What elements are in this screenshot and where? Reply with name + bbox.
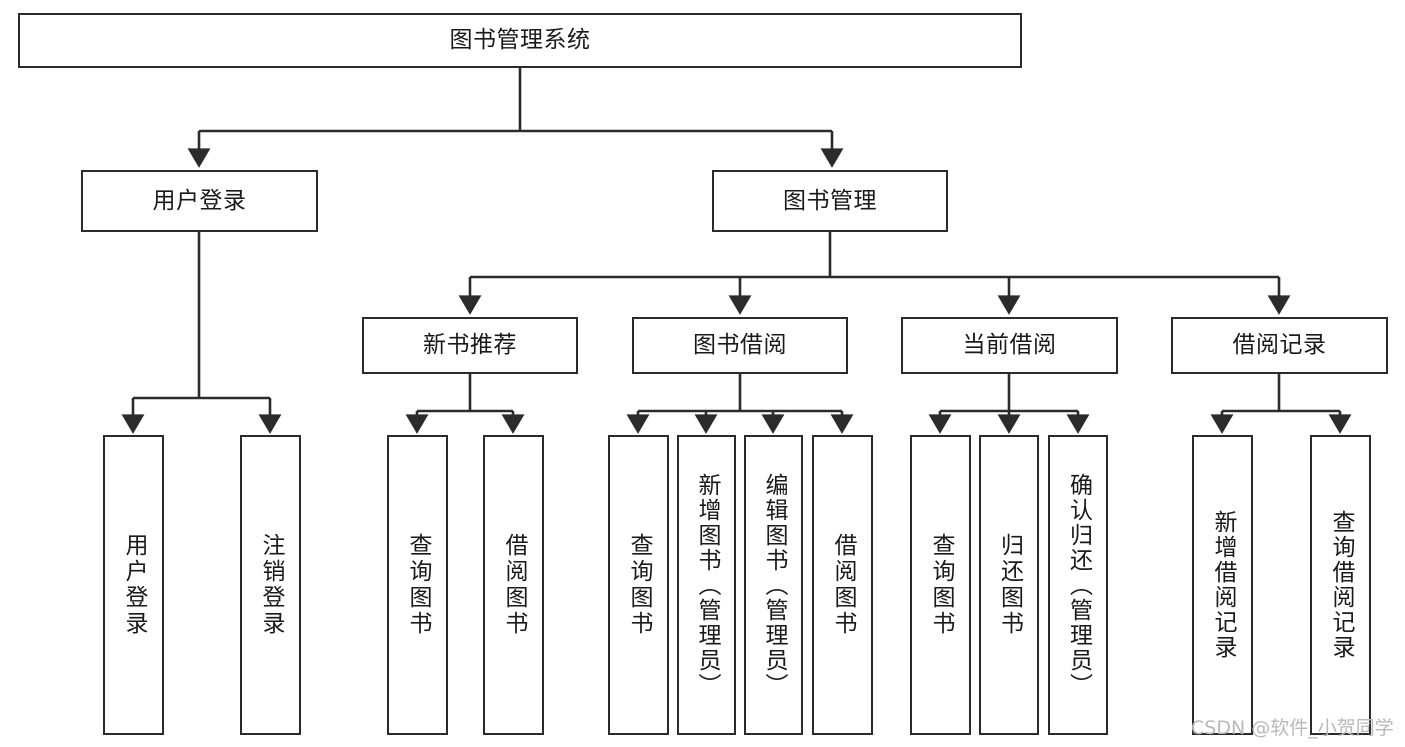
node-book-borrowing[interactable]: 图书借阅 [632,317,848,374]
node-label: 用户登录 [152,187,247,214]
node-label: 借阅记录 [1232,332,1327,359]
node-leaf-borrow-books[interactable]: 借阅图书 [812,435,873,735]
node-label: 确认归还（管理员） [1065,472,1092,698]
node-book-management[interactable]: 图书管理 [712,170,948,232]
node-user-login[interactable]: 用户登录 [81,170,318,232]
node-leaf-logout[interactable]: 注销登录 [240,435,301,735]
node-leaf-add-borrow-record[interactable]: 新增借阅记录 [1192,435,1253,735]
node-label: 借阅图书 [830,533,856,637]
node-label: 查询图书 [626,533,652,637]
node-label: 归还图书 [996,533,1023,637]
node-current-borrowing[interactable]: 当前借阅 [901,317,1118,374]
node-label: 查询图书 [928,533,954,637]
node-label: 借阅图书 [501,533,527,637]
node-leaf-add-book-admin[interactable]: 新增图书（管理员） [677,435,736,735]
node-leaf-query-borrow-record[interactable]: 查询借阅记录 [1310,435,1371,735]
node-leaf-query-books-current[interactable]: 查询图书 [910,435,971,735]
node-label: 图书借阅 [693,332,787,359]
node-label: 新书推荐 [423,332,517,359]
node-new-book-recommendation[interactable]: 新书推荐 [362,317,578,374]
node-label: 用户登录 [121,533,147,637]
node-label: 查询图书 [405,533,431,637]
node-label: 新增图书（管理员） [694,472,720,698]
node-leaf-query-books-recommend[interactable]: 查询图书 [387,435,448,735]
node-label: 当前借阅 [962,332,1057,359]
node-label: 编辑图书（管理员） [761,472,787,698]
node-leaf-confirm-return-admin[interactable]: 确认归还（管理员） [1048,435,1108,735]
node-root-book-management-system[interactable]: 图书管理系统 [18,13,1022,68]
node-label: 注销登录 [258,533,284,637]
node-leaf-edit-book-admin[interactable]: 编辑图书（管理员） [744,435,803,735]
node-label: 查询借阅记录 [1328,510,1354,660]
node-label: 图书管理 [783,187,877,214]
node-label: 新增借阅记录 [1210,510,1236,660]
node-borrow-records[interactable]: 借阅记录 [1171,317,1388,374]
node-leaf-query-books-borrow[interactable]: 查询图书 [608,435,669,735]
node-leaf-user-login[interactable]: 用户登录 [103,435,164,735]
node-leaf-borrow-books-recommend[interactable]: 借阅图书 [483,435,544,735]
node-leaf-return-books[interactable]: 归还图书 [979,435,1039,735]
node-label: 图书管理系统 [449,27,591,54]
